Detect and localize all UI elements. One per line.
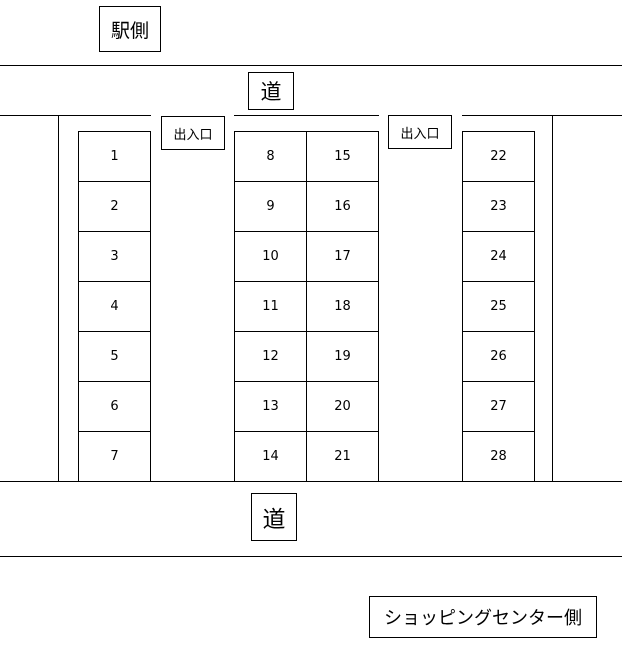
parking-slot: 6 bbox=[78, 381, 151, 432]
parking-slot: 4 bbox=[78, 281, 151, 332]
parking-slot: 28 bbox=[462, 431, 535, 482]
parking-slot: 13 bbox=[234, 381, 307, 432]
entrance-left-label: 出入口 bbox=[161, 116, 225, 150]
parking-slot: 9 bbox=[234, 181, 307, 232]
parking-slot: 26 bbox=[462, 331, 535, 382]
shopping-center-side-label: ショッピングセンター側 bbox=[369, 596, 597, 638]
parking-slot: 8 bbox=[234, 131, 307, 182]
station-side-label: 駅側 bbox=[99, 6, 161, 52]
entrance-right-label: 出入口 bbox=[388, 115, 452, 149]
parking-slot: 20 bbox=[306, 381, 379, 432]
lot-right-wall bbox=[552, 115, 553, 481]
lot-top-edge-left bbox=[0, 115, 151, 116]
parking-slot: 18 bbox=[306, 281, 379, 332]
lot-top-edge-right bbox=[462, 115, 622, 116]
parking-slot: 1 bbox=[78, 131, 151, 182]
parking-slot: 24 bbox=[462, 231, 535, 282]
road-bottom-lower-line bbox=[0, 556, 622, 557]
parking-slot: 16 bbox=[306, 181, 379, 232]
parking-slot: 11 bbox=[234, 281, 307, 332]
parking-slot: 10 bbox=[234, 231, 307, 282]
road-top-label: 道 bbox=[248, 72, 294, 110]
parking-slot: 23 bbox=[462, 181, 535, 232]
parking-slot: 19 bbox=[306, 331, 379, 382]
parking-slot: 14 bbox=[234, 431, 307, 482]
lot-top-edge-middle bbox=[234, 115, 379, 116]
parking-slot: 21 bbox=[306, 431, 379, 482]
parking-slot: 5 bbox=[78, 331, 151, 382]
parking-slot: 7 bbox=[78, 431, 151, 482]
parking-slot: 17 bbox=[306, 231, 379, 282]
parking-slot: 27 bbox=[462, 381, 535, 432]
road-bottom-label: 道 bbox=[251, 493, 297, 541]
parking-slot: 22 bbox=[462, 131, 535, 182]
parking-slot: 25 bbox=[462, 281, 535, 332]
lot-left-wall bbox=[58, 115, 59, 481]
parking-slot: 12 bbox=[234, 331, 307, 382]
parking-slot: 3 bbox=[78, 231, 151, 282]
parking-slot: 2 bbox=[78, 181, 151, 232]
road-top-upper-line bbox=[0, 65, 622, 66]
parking-slot: 15 bbox=[306, 131, 379, 182]
